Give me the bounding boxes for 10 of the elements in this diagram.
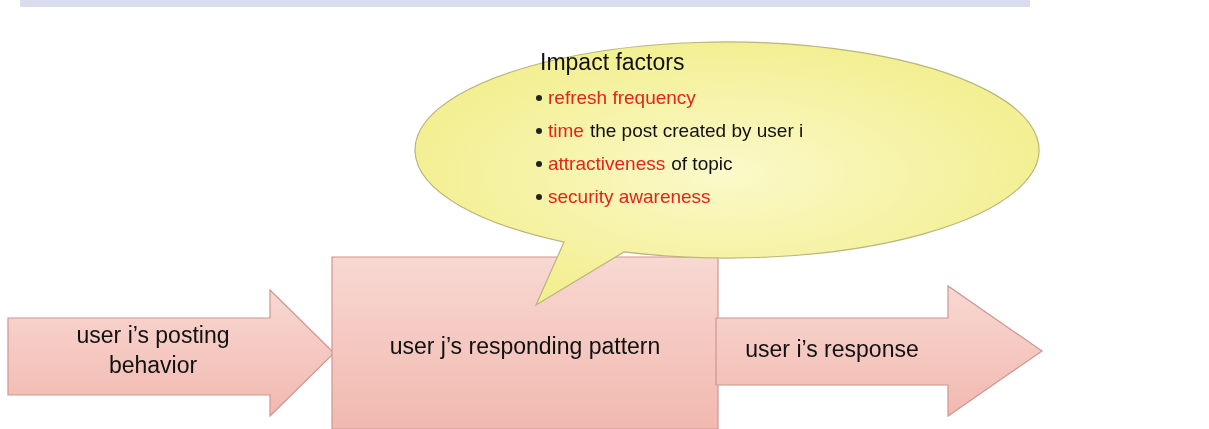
factor-text: refresh frequency xyxy=(548,87,696,108)
factor-text: time xyxy=(548,120,584,141)
node-label: user i’s posting behavior xyxy=(75,321,231,380)
factor-text: attractiveness xyxy=(548,153,666,174)
factor-text: security awareness xyxy=(548,186,711,207)
callout-heading: Impact factors xyxy=(540,49,685,76)
factor-text: of topic xyxy=(671,153,733,174)
node-label: user j’s responding pattern xyxy=(388,332,662,361)
factor-text: the post created by user i xyxy=(589,120,804,141)
node-label: user i’s response xyxy=(744,335,920,364)
